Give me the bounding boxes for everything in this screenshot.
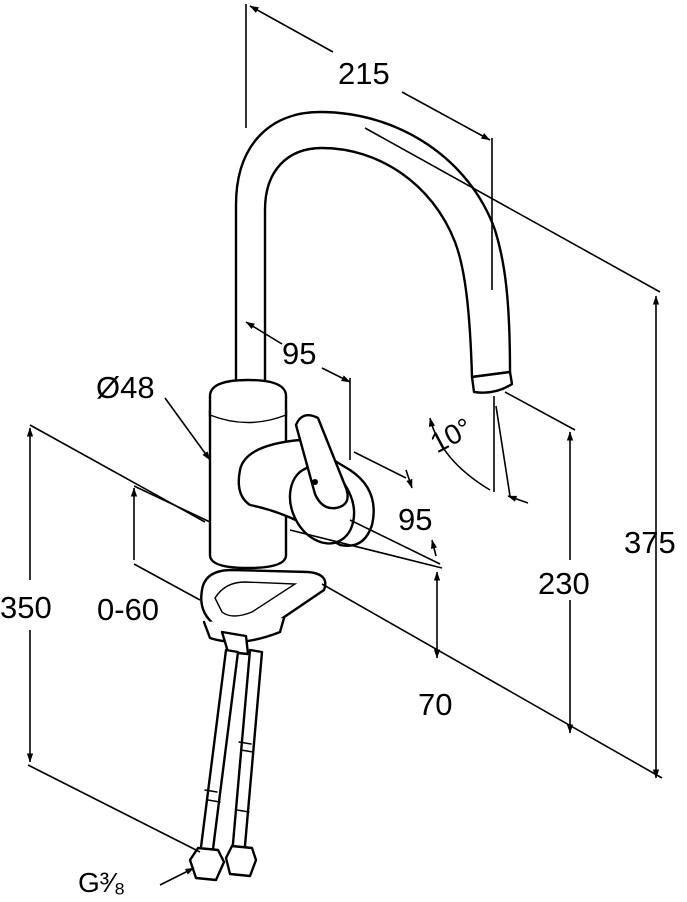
hose-fitting-right: [224, 844, 258, 878]
faucet-body: [188, 110, 514, 882]
dim-total-height: 375: [624, 525, 676, 560]
dim-deck-thickness: 0-60: [97, 592, 159, 627]
dim-hose-length: 350: [0, 590, 52, 625]
hose-fitting-left: [188, 846, 226, 882]
dim-connection-thread: G³⁄₈: [78, 867, 125, 898]
spout-outlet: [470, 370, 514, 394]
hose-left: [198, 648, 240, 859]
dim-above-deck: 70: [418, 687, 452, 722]
spout: [234, 110, 512, 387]
dim-spout-reach: 215: [338, 56, 390, 91]
dim-body-diameter: Ø48: [96, 370, 155, 405]
dim-lever-top: 95: [282, 336, 316, 371]
mounting-bracket: [200, 568, 327, 635]
dimension-lines: [26, 4, 663, 886]
hose-right: [230, 648, 264, 859]
dim-spout-height: 230: [538, 566, 590, 601]
dim-spout-angle: 10°: [425, 412, 477, 459]
dim-lever-side: 95: [398, 502, 432, 537]
lever-handle: [294, 414, 349, 510]
